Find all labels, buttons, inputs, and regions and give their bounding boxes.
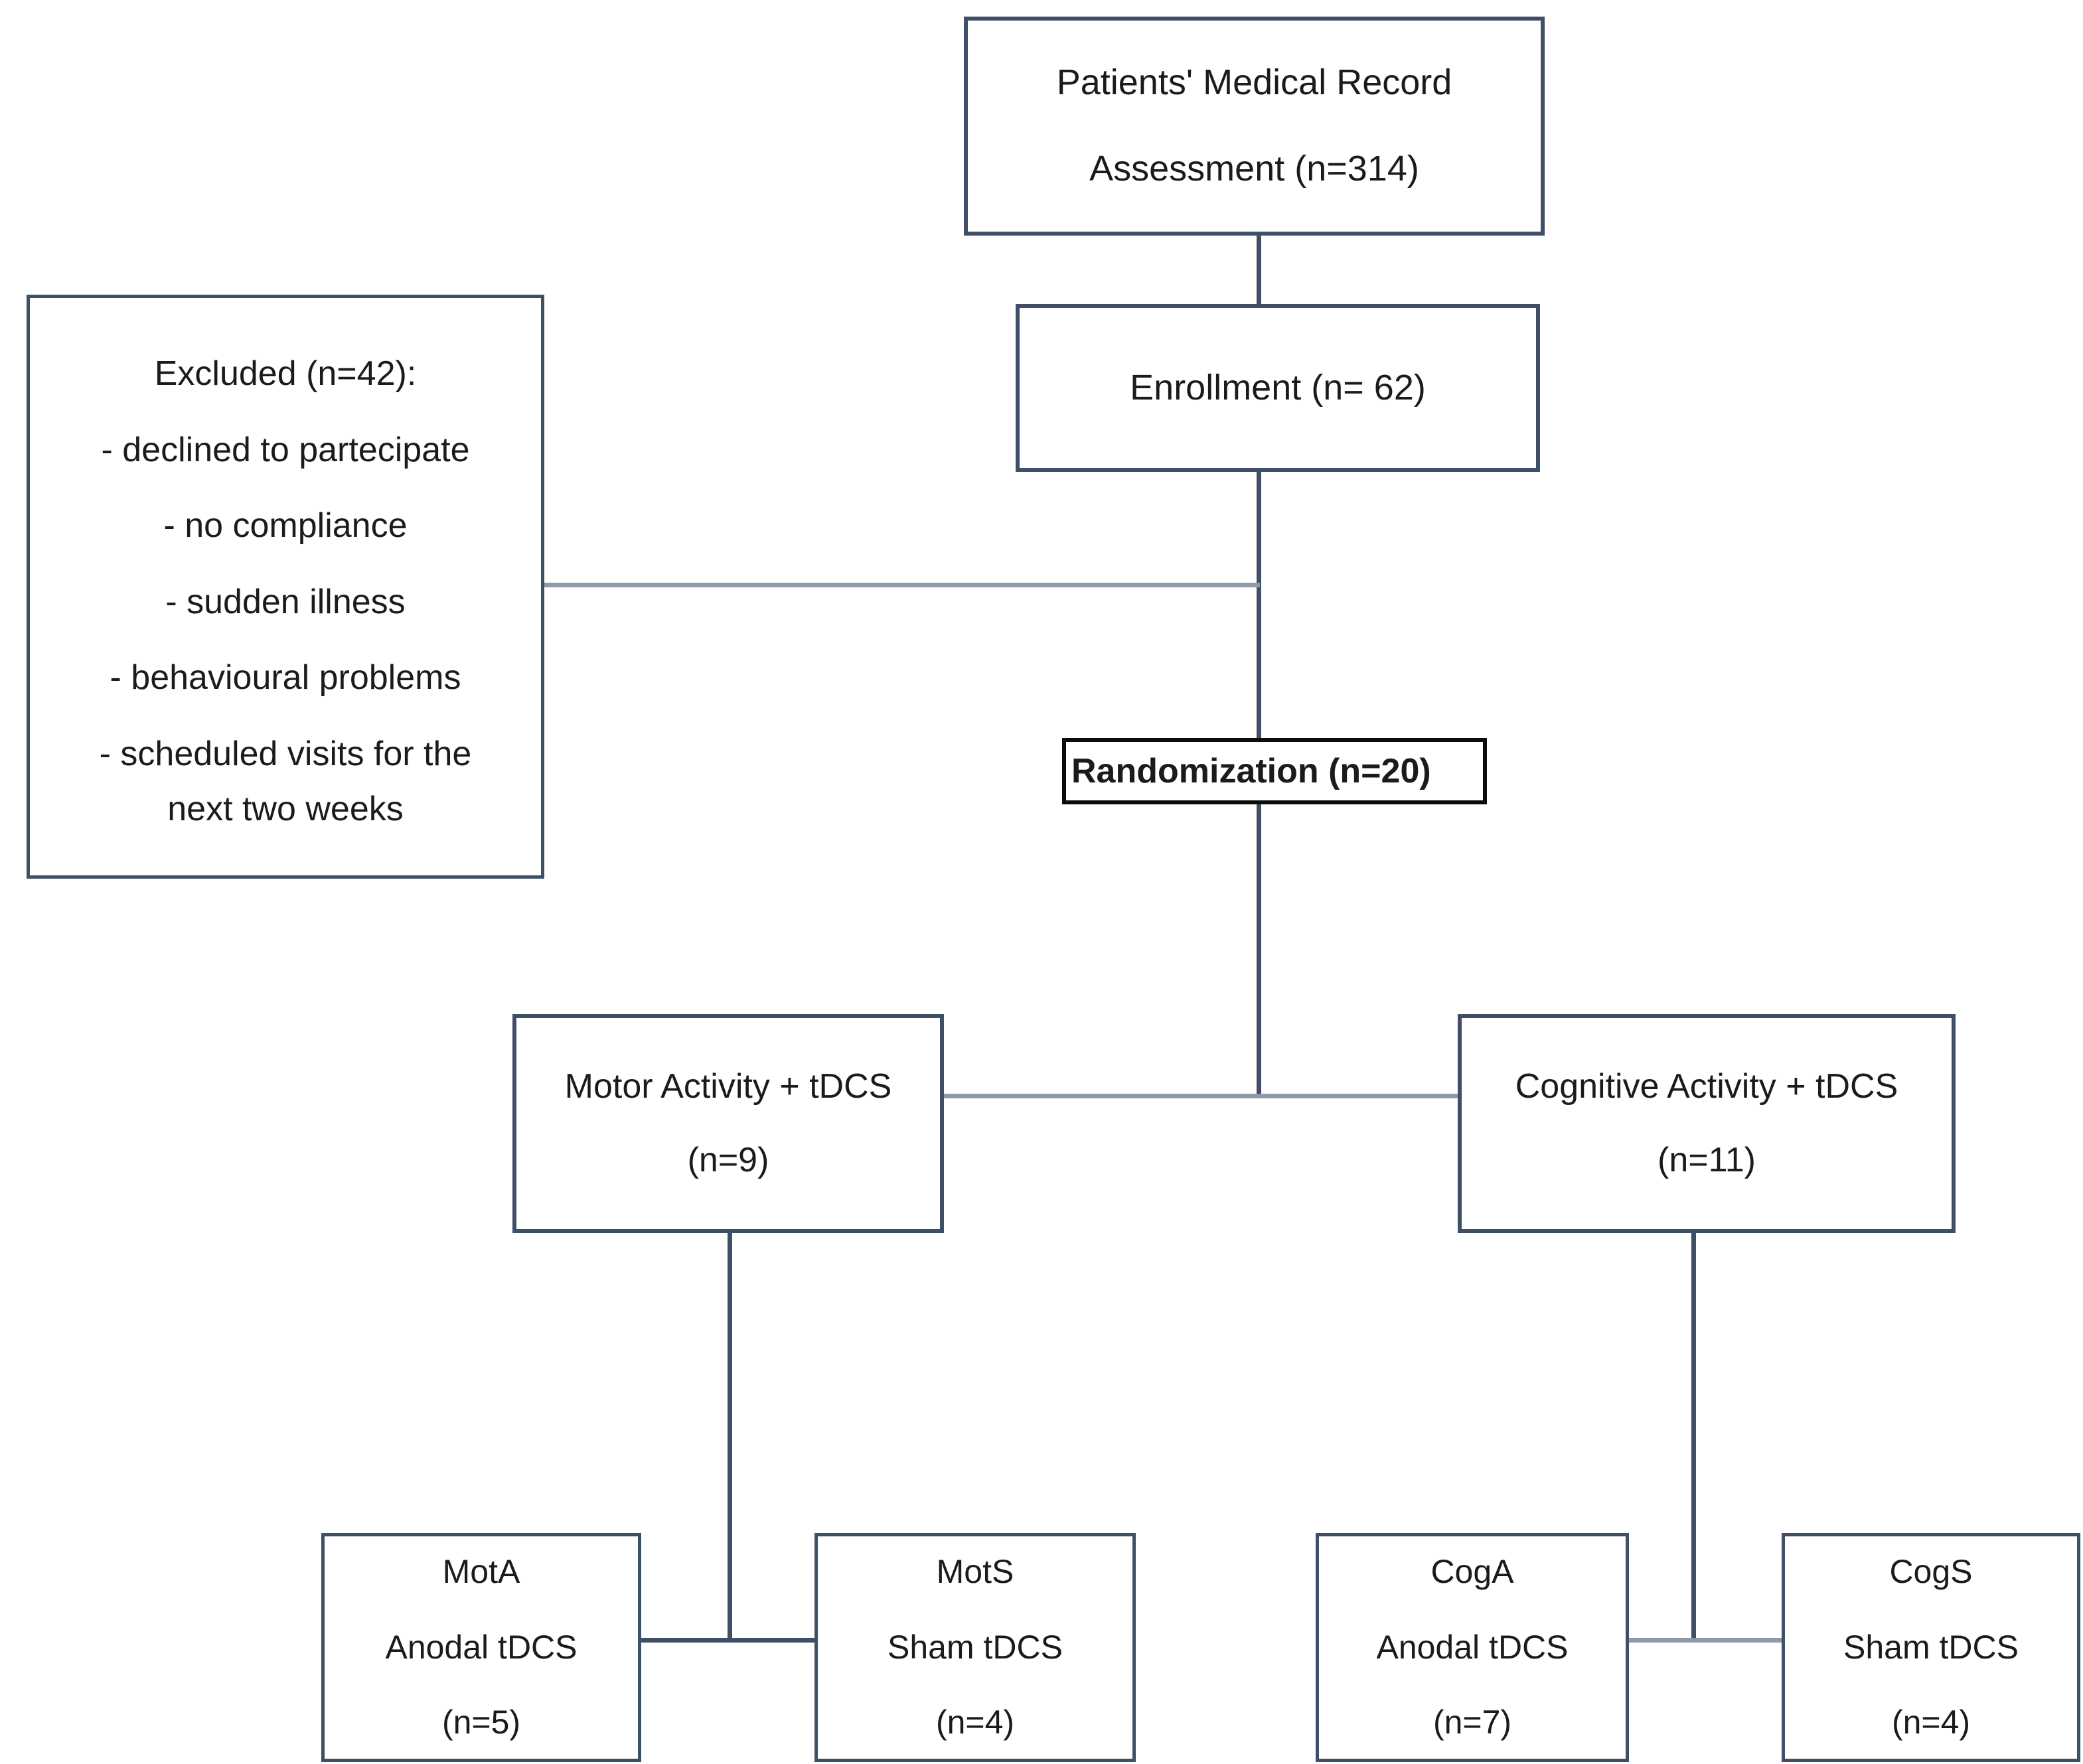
- medical-record-line-2: Assessment (n=314): [1089, 149, 1419, 188]
- node-mota: MotA Anodal tDCS (n=5): [321, 1533, 641, 1762]
- mots-line-3: (n=4): [935, 1704, 1015, 1741]
- connector-excluded-to-spine: [543, 583, 1260, 587]
- connector-medicalrecord-to-enrollment: [1257, 232, 1261, 305]
- excluded-body: Excluded (n=42): - declined to partecipa…: [30, 343, 541, 836]
- enrollment-line-1: Enrollment (n= 62): [1130, 367, 1426, 407]
- connector-coga-to-stem: [1626, 1638, 1695, 1643]
- coga-line-1: CogA: [1430, 1553, 1514, 1591]
- cogs-line-3: (n=4): [1891, 1704, 1971, 1741]
- cognitive-activity-line-2: (n=11): [1658, 1141, 1756, 1179]
- node-medical-record-assessment: Patients' Medical Record Assessment (n=3…: [964, 17, 1545, 236]
- node-randomization: Randomization (n=20): [1062, 738, 1487, 804]
- node-excluded: Excluded (n=42): - declined to partecipa…: [27, 295, 544, 879]
- node-cognitive-activity: Cognitive Activity + tDCS (n=11): [1458, 1014, 1956, 1233]
- connector-enrollment-to-randomization: [1257, 470, 1261, 755]
- connector-stem-to-cogs: [1691, 1638, 1784, 1643]
- motor-activity-line-1: Motor Activity + tDCS: [564, 1067, 892, 1106]
- mots-line-1: MotS: [936, 1553, 1014, 1591]
- mota-line-3: (n=5): [441, 1704, 521, 1741]
- excluded-reason-5: - scheduled visits for the: [99, 734, 472, 773]
- medical-record-line-1: Patients' Medical Record: [1056, 62, 1452, 103]
- node-enrollment: Enrollment (n= 62): [1016, 304, 1540, 472]
- connector-cognitive-to-subgroups: [1691, 1229, 1696, 1641]
- coga-line-3: (n=7): [1432, 1704, 1512, 1741]
- cogs-line-1: CogS: [1889, 1553, 1973, 1591]
- randomization-line-1: Randomization (n=20): [1071, 751, 1431, 790]
- cognitive-activity-line-1: Cognitive Activity + tDCS: [1515, 1067, 1898, 1106]
- motor-activity-line-2: (n=9): [687, 1141, 769, 1179]
- excluded-heading: Excluded (n=42):: [154, 354, 417, 393]
- connector-mota-to-stem: [639, 1638, 732, 1643]
- node-coga: CogA Anodal tDCS (n=7): [1316, 1533, 1629, 1762]
- connector-randomization-to-branch: [1257, 804, 1261, 1096]
- excluded-reason-4: - behavioural problems: [110, 658, 461, 698]
- node-mots: MotS Sham tDCS (n=4): [814, 1533, 1136, 1762]
- connector-stem-to-mots: [728, 1638, 817, 1643]
- mota-line-2: Anodal tDCS: [385, 1628, 578, 1666]
- excluded-reason-5-cont: next two weeks: [167, 789, 404, 828]
- excluded-reason-3: - sudden illness: [165, 582, 406, 621]
- mota-line-1: MotA: [442, 1553, 520, 1591]
- node-motor-activity: Motor Activity + tDCS (n=9): [512, 1014, 944, 1233]
- connector-branch-horizontal: [943, 1094, 1460, 1098]
- connector-motor-to-subgroups: [728, 1229, 732, 1641]
- node-cogs: CogS Sham tDCS (n=4): [1782, 1533, 2080, 1762]
- mots-line-2: Sham tDCS: [887, 1628, 1063, 1666]
- excluded-reason-1: - declined to partecipate: [101, 430, 470, 469]
- excluded-reason-2: - no compliance: [163, 506, 408, 546]
- coga-line-2: Anodal tDCS: [1376, 1628, 1569, 1666]
- cogs-line-2: Sham tDCS: [1843, 1628, 2019, 1666]
